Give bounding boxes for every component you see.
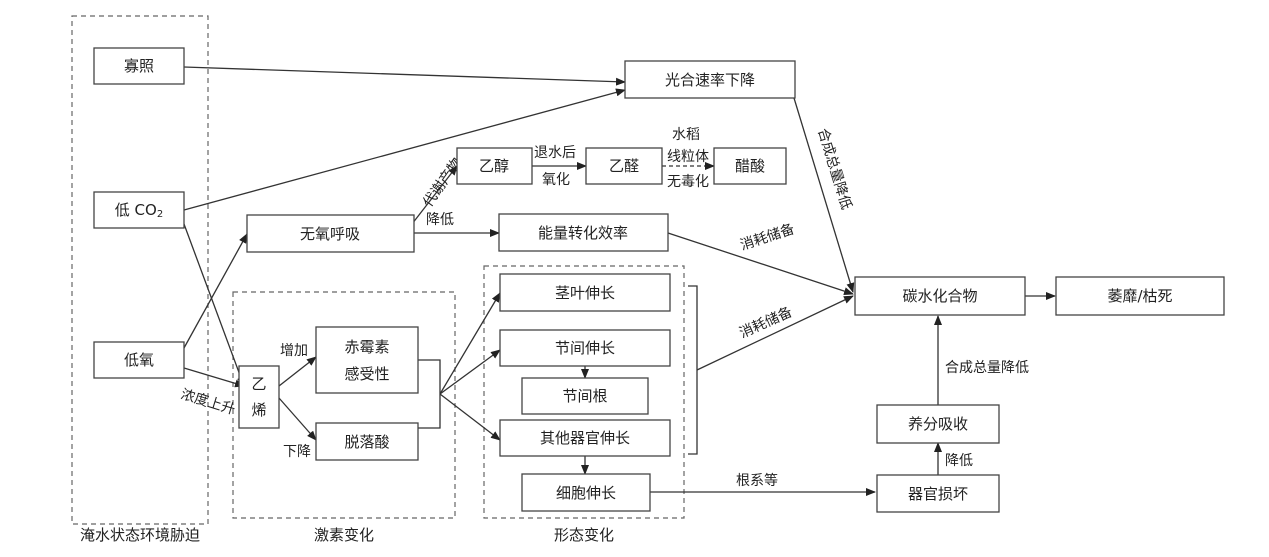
edge-label-decrease: 下降 [283, 444, 311, 460]
svg-text:感受性: 感受性 [344, 365, 389, 383]
edge-label-mitochondria: 线粒体 [667, 149, 709, 165]
node-internode-elongation: 节间伸长 [499, 329, 671, 367]
edge-label-reduce-2: 降低 [945, 453, 973, 469]
node-shade: 寡照 [93, 47, 185, 85]
svg-text:低 CO2: 低 CO2 [115, 201, 163, 220]
edge-morphology-carbohydrate [696, 295, 854, 371]
edge-label-consume-reserve-1: 消耗储备 [738, 220, 797, 253]
svg-text:萎靡/枯死: 萎靡/枯死 [1107, 287, 1172, 305]
svg-text:赤霉素: 赤霉素 [344, 338, 389, 356]
svg-text:无氧呼吸: 无氧呼吸 [300, 225, 360, 243]
node-internode-root: 节间根 [521, 377, 649, 415]
edge-ethylene-gibberellin [278, 356, 317, 387]
edge-label-synthesis-drop-1: 合成总量降低 [814, 126, 854, 211]
edge-lowco2-ethylene [183, 223, 245, 387]
edge-energy-carbohydrate [667, 232, 854, 295]
svg-text:低氧: 低氧 [124, 351, 154, 369]
edge-label-after-drain: 退水后 [534, 145, 576, 161]
svg-text:烯: 烯 [251, 401, 266, 419]
svg-text:细胞伸长: 细胞伸长 [556, 484, 616, 502]
bracket-morphology [688, 285, 698, 455]
svg-text:光合速率下降: 光合速率下降 [665, 71, 755, 89]
edge-label-synthesis-drop-2: 合成总量降低 [945, 360, 1029, 376]
edge-lowoxygen-anaerobic [183, 233, 248, 349]
node-ethanol: 乙醇 [456, 147, 533, 185]
svg-text:碳水化合物: 碳水化合物 [902, 287, 977, 305]
bracket-hormones [418, 359, 441, 429]
svg-text:能量转化效率: 能量转化效率 [538, 224, 628, 242]
edge-label-consume-reserve-2: 消耗储备 [737, 303, 795, 341]
edge-shade-photosynthesis [183, 66, 626, 86]
edge-ethylene-abscisic [278, 397, 317, 441]
group-flooding-stress [71, 15, 209, 525]
node-low-co2-subscript: 2 [157, 209, 163, 220]
node-abscisic-acid: 脱落酸 [315, 422, 419, 461]
node-wilt-death: 萎靡/枯死 [1055, 276, 1225, 316]
node-low-co2: 低 CO2 [93, 191, 185, 229]
svg-text:节间伸长: 节间伸长 [555, 339, 615, 357]
svg-text:乙醇: 乙醇 [479, 157, 509, 175]
node-other-organ-elongation: 其他器官伸长 [499, 419, 671, 457]
svg-text:脱落酸: 脱落酸 [344, 433, 389, 451]
svg-text:醋酸: 醋酸 [735, 157, 765, 175]
edge-label-increase: 增加 [280, 343, 308, 359]
svg-text:乙: 乙 [251, 375, 266, 393]
edge-label-reduce: 降低 [426, 212, 454, 228]
group-label-flooding-stress: 淹水状态环境胁迫 [80, 526, 200, 544]
node-carbohydrate: 碳水化合物 [854, 276, 1026, 316]
node-organ-damage: 器官损坏 [876, 474, 1000, 513]
node-energy-efficiency: 能量转化效率 [498, 213, 669, 252]
svg-text:寡照: 寡照 [124, 57, 154, 75]
edge-label-detox: 无毒化 [667, 174, 709, 190]
node-nutrient-absorption: 养分吸收 [876, 404, 1000, 444]
svg-text:茎叶伸长: 茎叶伸长 [555, 284, 615, 302]
node-cell-elongation: 细胞伸长 [521, 473, 651, 512]
node-gibberellin: 赤霉素 感受性 [315, 326, 419, 394]
node-photosynthesis-drop: 光合速率下降 [624, 60, 796, 99]
edge-lowoxygen-ethylene [183, 367, 245, 388]
edge-hormones-stemleaf [439, 292, 501, 395]
edge-hormones-otherorgan [439, 393, 501, 441]
node-acetaldehyde: 乙醛 [585, 147, 663, 185]
svg-text:其他器官伸长: 其他器官伸长 [540, 429, 630, 447]
svg-text:乙醛: 乙醛 [609, 157, 639, 175]
edge-hormones-internode [439, 349, 501, 395]
edge-label-roots-etc: 根系等 [736, 472, 778, 489]
node-low-co2-label: 低 CO [115, 201, 157, 219]
edge-photosynthesis-carbohydrate [793, 97, 855, 293]
group-label-hormone-change: 激素变化 [314, 526, 374, 544]
svg-text:节间根: 节间根 [562, 387, 607, 405]
node-acetic-acid: 醋酸 [713, 147, 787, 185]
node-stem-leaf-elongation: 茎叶伸长 [499, 273, 671, 312]
group-label-morphology-change: 形态变化 [554, 526, 614, 544]
edge-label-rice: 水稻 [672, 127, 700, 143]
group-morphology-change [483, 265, 685, 519]
edge-label-oxidation: 氧化 [542, 172, 570, 188]
svg-text:养分吸收: 养分吸收 [908, 415, 968, 433]
edge-anaerobic-ethanol [411, 165, 458, 225]
node-low-oxygen: 低氧 [93, 341, 185, 379]
node-ethylene: 乙 烯 [238, 365, 280, 429]
edge-lowco2-photosynthesis [183, 88, 626, 211]
svg-text:器官损坏: 器官损坏 [908, 485, 968, 503]
node-anaerobic-respiration: 无氧呼吸 [246, 214, 415, 253]
